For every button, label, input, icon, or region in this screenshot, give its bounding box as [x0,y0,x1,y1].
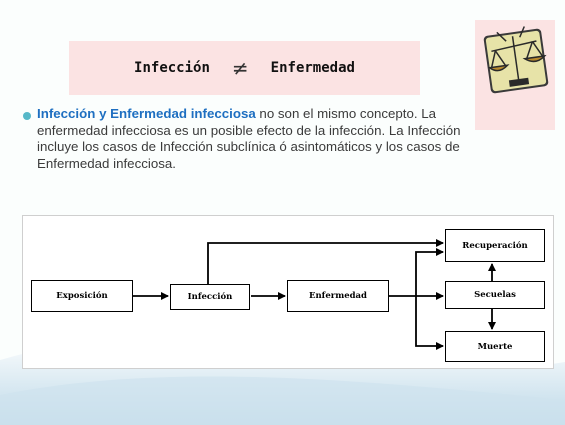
not-equal-symbol: ≠ [231,56,249,80]
slide-title: Infección ≠ Enfermedad [69,41,420,95]
body-paragraph: Infección y Enfermedad infecciosa no son… [37,106,475,172]
node-enfermedad: Enfermedad [287,280,389,312]
node-infeccion: Infección [170,284,250,310]
paragraph-highlight: Infección y Enfermedad infecciosa [37,106,256,121]
bullet-dot [23,112,31,120]
diagram-edges [133,239,496,350]
node-recuperacion: Recuperación [445,229,545,262]
edge-enfermedad-muerte [415,296,444,350]
scales-of-justice-icon [483,26,549,94]
paragraph-text: no son el mismo concepto. La enfermedad … [37,106,461,171]
edge-infeccion-recuperacion [207,239,444,284]
node-secuelas: Secuelas [445,281,545,309]
flow-diagram: Exposición Infección Enfermedad Recupera… [22,215,554,369]
title-infeccion: Infección [134,60,210,76]
node-muerte: Muerte [445,331,545,362]
node-exposicion: Exposición [31,280,133,312]
title-enfermedad: Enfermedad [270,60,355,76]
edge-enfermedad-recuperacion [415,248,444,296]
